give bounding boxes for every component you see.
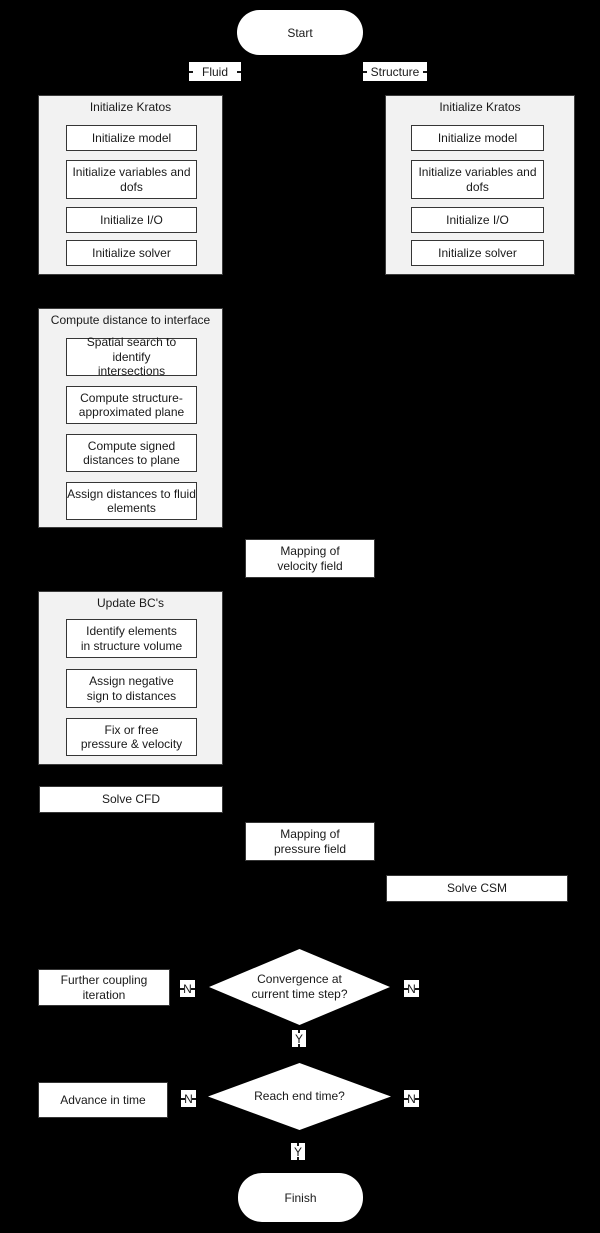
step-initialize-solver: Initialize solver (411, 240, 544, 266)
node-advance-in-time: Advance in time (38, 1082, 168, 1118)
group-initialize-kratos-structure: Initialize Kratos Initialize model Initi… (385, 95, 575, 275)
step-initialize-io: Initialize I/O (66, 207, 197, 233)
decision-convergence: Convergence at current time step? (209, 949, 390, 1025)
start-terminal: Start (237, 10, 363, 55)
group-title: Update BC's (97, 596, 164, 610)
node-mapping-velocity-field: Mapping of velocity field (245, 539, 375, 578)
decision-reach-end-time: Reach end time? (208, 1063, 391, 1130)
group-title: Compute distance to interface (50, 313, 211, 327)
node-further-coupling-iteration: Further coupling iteration (38, 969, 170, 1006)
step-initialize-io: Initialize I/O (411, 207, 544, 233)
edge-label-yes: Y (291, 1143, 305, 1160)
step-fix-or-free: Fix or free pressure & velocity (66, 718, 197, 756)
edge-label-no: N (181, 1090, 196, 1107)
step-assign-distances: Assign distances to fluid elements (66, 482, 197, 520)
group-title: Initialize Kratos (439, 100, 521, 114)
group-initialize-kratos-fluid: Initialize Kratos Initialize model Initi… (38, 95, 223, 275)
edge-label-no: N (180, 980, 195, 997)
structure-branch-label: Structure (363, 62, 427, 81)
step-initialize-model: Initialize model (66, 125, 197, 151)
group-compute-distance-to-interface: Compute distance to interface Spatial se… (38, 308, 223, 528)
group-title: Initialize Kratos (89, 100, 172, 114)
step-signed-distances: Compute signed distances to plane (66, 434, 197, 472)
step-identify-elements: Identify elements in structure volume (66, 619, 197, 658)
edge-label-yes: Y (292, 1030, 306, 1047)
edge-label-no: N (404, 1090, 419, 1107)
node-solve-cfd: Solve CFD (39, 786, 223, 813)
step-initialize-solver: Initialize solver (66, 240, 197, 266)
finish-terminal: Finish (238, 1173, 363, 1222)
step-structure-approximated-plane: Compute structure- approximated plane (66, 386, 197, 424)
node-mapping-pressure-field: Mapping of pressure field (245, 822, 375, 861)
step-spatial-search: Spatial search to identify intersections (66, 335, 197, 378)
step-initialize-variables-dofs: Initialize variables and dofs (411, 160, 544, 199)
group-update-bcs: Update BC's Identify elements in structu… (38, 591, 223, 765)
step-initialize-model: Initialize model (411, 125, 544, 151)
step-assign-negative-sign: Assign negative sign to distances (66, 669, 197, 708)
edge-label-no: N (404, 980, 419, 997)
step-initialize-variables-dofs: Initialize variables and dofs (66, 160, 197, 199)
fluid-branch-label: Fluid (189, 62, 241, 81)
node-solve-csm: Solve CSM (386, 875, 568, 902)
